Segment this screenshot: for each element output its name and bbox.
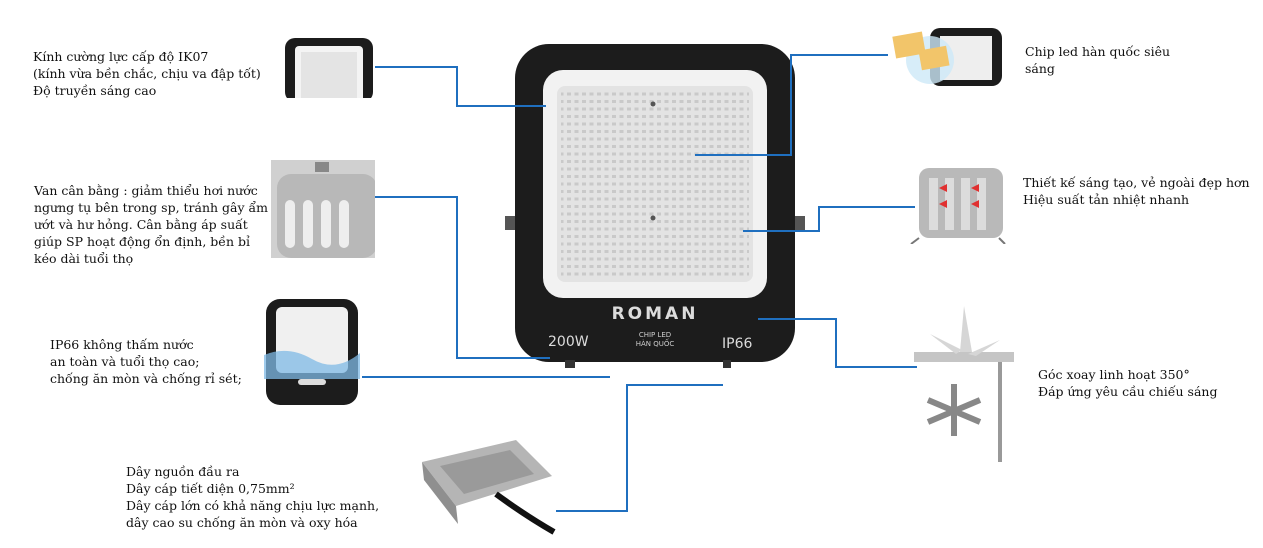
connector-cable bbox=[626, 384, 628, 511]
ip-rating-label: IP66 bbox=[722, 336, 753, 352]
rotation-feature-text: Góc xoay linh hoạt 350° Đáp ứng yêu cầu … bbox=[1038, 367, 1218, 399]
glass-feature-text: Kính cường lực cấp độ IK07 (kính vừa bền… bbox=[33, 49, 261, 98]
connector-valve bbox=[456, 357, 550, 359]
chip-feature-text: Chip led hàn quốc siêu sáng bbox=[1025, 44, 1171, 76]
connector-rotation bbox=[835, 366, 917, 368]
connector-valve bbox=[375, 196, 458, 198]
power-label: 200W bbox=[548, 334, 589, 350]
waterproof-light-image bbox=[264, 297, 360, 409]
connector-glass bbox=[456, 66, 458, 107]
connector-design bbox=[818, 206, 915, 208]
connector-glass bbox=[375, 66, 458, 68]
connector-design bbox=[818, 206, 820, 232]
rotation-angle-image bbox=[910, 304, 1020, 464]
connector-rotation bbox=[758, 318, 837, 320]
connector-cable bbox=[626, 384, 723, 386]
connector-chip bbox=[695, 154, 792, 156]
connector-glass bbox=[456, 105, 546, 107]
tempered-glass-image bbox=[283, 36, 375, 98]
connector-design bbox=[743, 230, 820, 232]
connector-chip bbox=[790, 54, 792, 156]
cable-feature-text: Dây nguồn đầu ra Dây cáp tiết diện 0,75m… bbox=[126, 464, 380, 530]
heat-sink-image bbox=[909, 164, 1007, 244]
design-feature-text: Thiết kế sáng tạo, vẻ ngoài đẹp hơn Hiệu… bbox=[1023, 175, 1250, 207]
connector-waterproof bbox=[362, 376, 610, 378]
pressure-valve-image bbox=[271, 160, 375, 258]
valve-feature-text: Van cân bằng : giảm thiểu hơi nước ngưng… bbox=[34, 183, 269, 266]
connector-cable bbox=[556, 510, 628, 512]
led-chip-image bbox=[890, 26, 1004, 88]
waterproof-feature-text: IP66 không thấm nước an toàn và tuổi thọ… bbox=[50, 337, 242, 386]
connector-rotation bbox=[835, 318, 837, 368]
connector-chip bbox=[790, 54, 888, 56]
chip-label-line2: HÀN QUỐC bbox=[635, 340, 675, 348]
power-cable-image bbox=[416, 436, 556, 536]
chip-label-line1: CHIP LED bbox=[638, 331, 672, 339]
floodlight-main bbox=[505, 38, 805, 368]
connector-valve bbox=[456, 196, 458, 359]
brand-logo: ROMAN bbox=[611, 304, 699, 324]
